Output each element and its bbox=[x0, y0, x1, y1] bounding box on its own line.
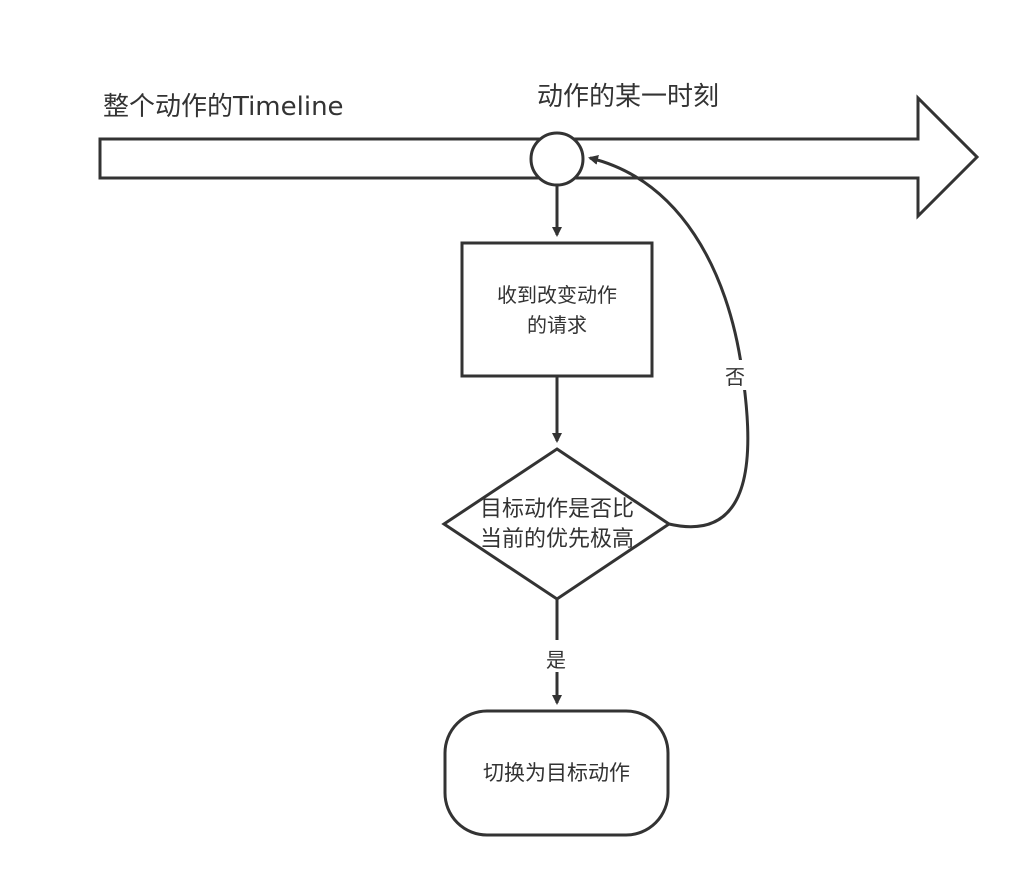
yes-edge-label: 是 bbox=[546, 648, 566, 672]
decision-line-1: 目标动作是否比 bbox=[479, 497, 634, 522]
switch-text: 切换为目标动作 bbox=[483, 761, 630, 785]
moment-circle bbox=[529, 131, 585, 187]
request-box bbox=[460, 241, 654, 378]
request-line-1: 收到改变动作 bbox=[497, 282, 617, 307]
decision-line-2: 当前的优先极高 bbox=[479, 527, 634, 552]
switch-terminal bbox=[443, 709, 670, 837]
request-line-2: 的请求 bbox=[527, 312, 587, 337]
request-box-text: 收到改变动作 的请求 bbox=[462, 243, 652, 376]
no-edge-label: 否 bbox=[725, 365, 745, 389]
decision-text: 目标动作是否比 当前的优先极高 bbox=[450, 492, 664, 558]
moment-label: 动作的某一时刻 bbox=[537, 82, 720, 112]
yes-label-bg bbox=[543, 642, 571, 672]
timeline-title: 整个动作的Timeline bbox=[103, 92, 344, 122]
no-label-bg bbox=[722, 360, 750, 390]
